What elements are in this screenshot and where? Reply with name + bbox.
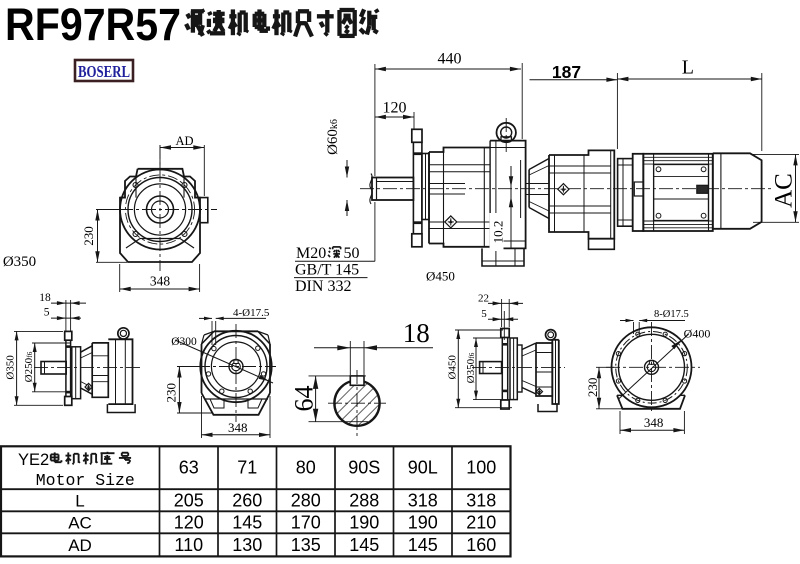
svg-text:120: 120 xyxy=(174,513,204,533)
svg-text:100: 100 xyxy=(466,458,496,478)
svg-text:18: 18 xyxy=(403,318,430,348)
svg-text:4-Ø17.5: 4-Ø17.5 xyxy=(233,307,270,319)
svg-text:Ø400: Ø400 xyxy=(684,326,711,340)
svg-text:120: 120 xyxy=(383,100,407,117)
svg-text:Ø350: Ø350 xyxy=(3,254,36,270)
svg-text:318: 318 xyxy=(466,491,496,511)
svg-text:145: 145 xyxy=(349,535,379,555)
svg-text:8-Ø17.5: 8-Ø17.5 xyxy=(654,309,689,320)
svg-text:230: 230 xyxy=(164,383,179,403)
svg-text:90L: 90L xyxy=(408,458,438,478)
svg-text:5: 5 xyxy=(481,308,487,320)
svg-text:348: 348 xyxy=(150,274,171,289)
svg-text:170: 170 xyxy=(291,513,321,533)
svg-text:71: 71 xyxy=(237,458,257,478)
svg-text:AC: AC xyxy=(68,514,92,533)
svg-text:230: 230 xyxy=(81,226,96,246)
svg-text:Ø350f6: Ø350f6 xyxy=(465,352,477,383)
svg-text:BOSERL: BOSERL xyxy=(78,62,130,81)
svg-text:288: 288 xyxy=(349,491,379,511)
svg-text:348: 348 xyxy=(228,420,248,435)
svg-text:AC: AC xyxy=(771,173,798,208)
svg-text:AD: AD xyxy=(175,134,193,148)
svg-text:10.2: 10.2 xyxy=(491,221,506,244)
svg-text:Ø450: Ø450 xyxy=(426,269,455,284)
svg-text:AD: AD xyxy=(68,536,92,555)
svg-text:80: 80 xyxy=(296,458,316,478)
svg-text:DIN 332: DIN 332 xyxy=(295,278,351,295)
svg-text:GB/T 145: GB/T 145 xyxy=(295,262,359,279)
svg-text:Ø350: Ø350 xyxy=(5,355,17,380)
svg-text:318: 318 xyxy=(408,491,438,511)
svg-text:110: 110 xyxy=(174,535,203,555)
svg-text:63: 63 xyxy=(179,458,199,478)
svg-text:190: 190 xyxy=(408,513,438,533)
svg-text:50: 50 xyxy=(344,245,360,262)
svg-text:22: 22 xyxy=(478,293,489,305)
svg-text:230: 230 xyxy=(585,378,600,398)
svg-text:260: 260 xyxy=(232,491,262,511)
svg-text:160: 160 xyxy=(466,535,496,555)
svg-text:130: 130 xyxy=(232,535,262,555)
svg-text:Ø300: Ø300 xyxy=(171,336,197,348)
svg-text:YE2: YE2 xyxy=(18,451,49,469)
svg-text:348: 348 xyxy=(644,415,664,430)
svg-text:280: 280 xyxy=(291,491,321,511)
svg-text:205: 205 xyxy=(174,491,204,511)
svg-text:Ø60k6: Ø60k6 xyxy=(325,119,341,155)
svg-text:RF97R57: RF97R57 xyxy=(5,0,181,50)
svg-text:190: 190 xyxy=(349,513,379,533)
svg-text:145: 145 xyxy=(408,535,438,555)
svg-text:5: 5 xyxy=(44,306,50,318)
svg-text:187: 187 xyxy=(552,62,581,82)
svg-text:440: 440 xyxy=(438,50,462,67)
svg-text:Ø450: Ø450 xyxy=(447,355,459,380)
svg-text:Motor Size: Motor Size xyxy=(36,471,135,490)
svg-text:L: L xyxy=(75,492,84,511)
svg-text:90S: 90S xyxy=(348,458,380,478)
svg-text:135: 135 xyxy=(291,535,321,555)
svg-text:64: 64 xyxy=(290,386,319,412)
svg-text:M20: M20 xyxy=(296,245,326,262)
svg-text:L: L xyxy=(682,57,694,79)
svg-text:145: 145 xyxy=(232,513,262,533)
svg-text:18: 18 xyxy=(39,292,51,304)
svg-text:Ø250f6: Ø250f6 xyxy=(23,351,35,382)
svg-text:210: 210 xyxy=(466,513,496,533)
